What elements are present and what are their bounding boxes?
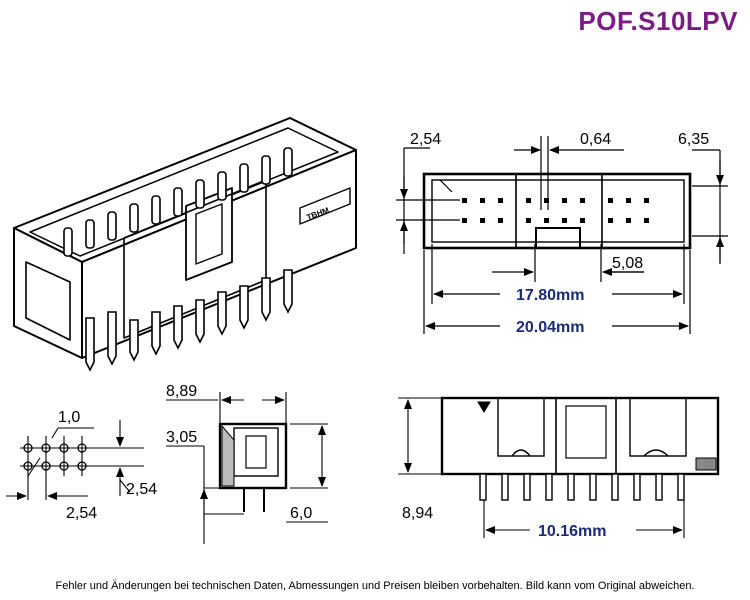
side-view-outline: [218, 422, 288, 512]
dim-hole-dia-label: 1,0: [58, 409, 80, 426]
isometric-pins-bottom: [85, 269, 293, 372]
dim-pitch-top-label: 2,54: [410, 131, 441, 148]
dim-key-width-label: 10.16mm: [538, 523, 607, 540]
dim-length-outer-label: 20.04mm: [516, 319, 585, 336]
isometric-pins-top: [63, 147, 293, 257]
dim-body-height-label: 8,94: [402, 505, 433, 522]
front-view-pins: [479, 473, 685, 501]
dim-pin-offset-label: 3,05: [166, 429, 197, 446]
dim-side-top-label: 6,35: [678, 131, 709, 148]
dim-grid-x-label: 2,54: [66, 505, 97, 522]
part-number-title: POF.S10LPV: [578, 6, 738, 36]
dim-body-width-label: 8,89: [166, 383, 197, 400]
top-view-outline: [422, 172, 692, 250]
disclaimer-footer: Fehler und Änderungen bei technischen Da…: [55, 580, 695, 592]
top-view-dimension-lines: [396, 136, 728, 334]
dim-row-pitch-label: 5,08: [612, 255, 643, 272]
dim-pin-length-label: 6,0: [290, 505, 312, 522]
isometric-connector-view: TBHM: [13, 117, 357, 359]
top-view-pins: [462, 198, 649, 223]
dim-pin-width-label: 0,64: [580, 131, 611, 148]
dim-grid-y-label: 2,54: [126, 481, 157, 498]
hole-pattern-dimension-lines: [6, 420, 144, 500]
dim-length-inner-label: 17.80mm: [516, 287, 585, 304]
front-view-dimension-lines: [398, 397, 685, 538]
front-view-outline: [440, 396, 720, 476]
side-view-dimension-lines: [166, 392, 328, 544]
